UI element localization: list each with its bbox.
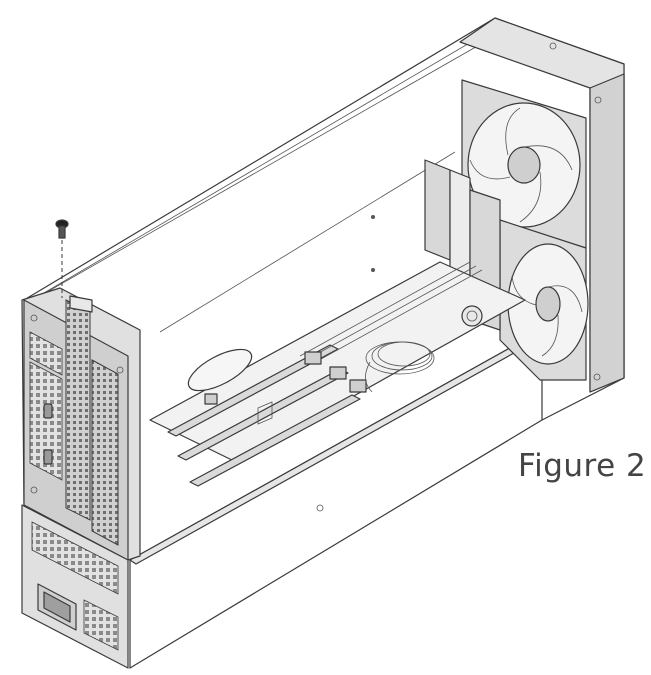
cable-icon	[365, 305, 483, 393]
power-supply	[21, 504, 324, 669]
screw-icon	[55, 219, 69, 298]
oval-cutout	[187, 348, 253, 392]
io-panel	[21, 287, 141, 561]
fan-icon	[499, 219, 589, 381]
figure-caption: Figure 2	[518, 448, 647, 484]
power-inlet-icon	[37, 583, 77, 631]
fan-panel	[459, 17, 625, 393]
pcie-board	[149, 261, 526, 487]
